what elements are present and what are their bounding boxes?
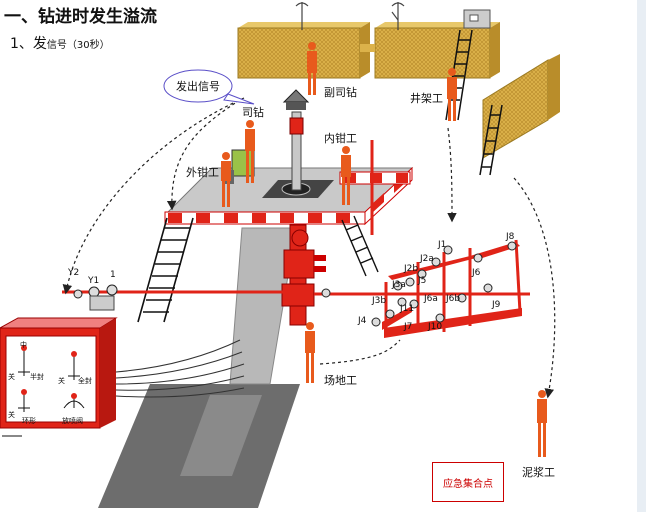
valve-Y2: Y2 — [68, 268, 80, 278]
valve-J4: J4 — [358, 316, 367, 326]
mud-tank-2 — [374, 22, 500, 79]
panel-handles — [18, 348, 85, 412]
kelly — [282, 89, 310, 191]
valve-J1: J1 — [438, 240, 447, 250]
mud-tank-1 — [237, 22, 370, 79]
speech-bubble — [163, 69, 255, 105]
stirrers — [295, 2, 405, 30]
subtitle-prefix: 1、发 — [10, 36, 47, 52]
valve-J6: J6 — [472, 268, 481, 278]
panel-knobs — [21, 345, 77, 399]
speech-bubble-text: 发出信号 — [176, 80, 220, 93]
valve-J2b: J2b — [404, 264, 419, 274]
manifold-valves — [73, 241, 517, 327]
bop-control-panel — [0, 317, 118, 429]
valve-J6a: J6a — [424, 294, 438, 304]
valve-1: 1 — [110, 270, 116, 280]
valve-J8: J8 — [506, 232, 515, 242]
worker-figures — [221, 42, 547, 457]
valve-J6b: J6b — [446, 294, 461, 304]
tank-connector — [360, 44, 375, 52]
panel-label-close-2: 关 — [58, 377, 65, 385]
panel-label-middle: 中 — [20, 341, 27, 349]
valve-J3a: J3a — [392, 280, 406, 290]
subtitle-signal: 信号 — [46, 40, 67, 51]
panel-label-close-1: 关 — [8, 373, 15, 381]
mud-tank-3 — [482, 54, 560, 159]
subtitle: 1、发信号（30秒） — [10, 33, 110, 53]
right-edge-bar — [637, 0, 646, 512]
floor-ladder-left — [137, 217, 194, 323]
panel-label-full-seal: 全封 — [78, 377, 92, 385]
accumulator-valve — [89, 295, 115, 311]
valve-J5: J5 — [418, 276, 427, 286]
movement-paths — [62, 97, 556, 399]
valve-J10: J10 — [428, 322, 443, 332]
panel-label-half-seal: 半封 — [30, 373, 44, 381]
panel-label-annular: 环形 — [22, 417, 36, 425]
choke-manifold — [62, 239, 530, 338]
valve-J11: J11 — [400, 304, 415, 314]
valve-J7: J7 — [404, 322, 413, 332]
catwalk-ramp — [229, 227, 297, 385]
valve-J3b: J3b — [372, 296, 387, 306]
label-assistant-driller: 副司钻 — [324, 86, 357, 99]
label-driller: 司钻 — [242, 106, 264, 119]
label-derrickman: 井架工 — [410, 92, 443, 105]
label-mud-worker: 泥浆工 — [522, 466, 555, 479]
panel-label-close-3: 关 — [8, 411, 15, 419]
label-inner-tong: 内钳工 — [324, 132, 357, 145]
label-site-worker: 场地工 — [324, 374, 357, 387]
valve-Y1: Y1 — [88, 276, 100, 286]
page-title: 一、钻进时发生溢流 — [4, 7, 157, 27]
valve-J2a: J2a — [420, 254, 434, 264]
floor-ladder-right — [341, 215, 379, 277]
label-outer-tong: 外钳工 — [186, 166, 219, 179]
assembly-point-box: 应急集合点 — [432, 462, 504, 502]
valve-J9: J9 — [492, 300, 501, 310]
subtitle-duration: （30秒） — [66, 40, 110, 51]
hydraulic-lines — [115, 339, 245, 398]
panel-label-blowout-valve: 放喷阀 — [62, 417, 83, 425]
assembly-point-label: 应急集合点 — [443, 478, 493, 490]
